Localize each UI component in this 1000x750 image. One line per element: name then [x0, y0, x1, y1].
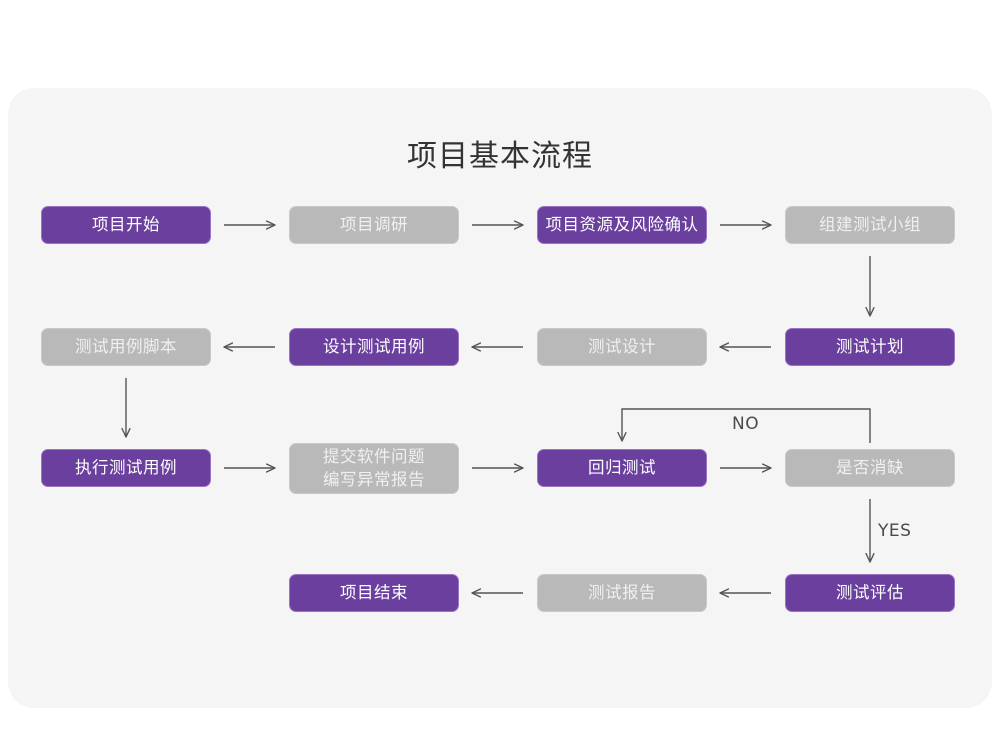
node-test-design[interactable]: 测试设计: [537, 328, 707, 366]
node-execute-testcase[interactable]: 执行测试用例: [41, 449, 211, 487]
node-project-start[interactable]: 项目开始: [41, 206, 211, 244]
page-title: 项目基本流程: [407, 139, 593, 174]
node-project-research[interactable]: 项目调研: [289, 206, 459, 244]
edge-label-no: NO: [732, 414, 760, 434]
node-test-report[interactable]: 测试报告: [537, 574, 707, 612]
diagram-panel: [8, 88, 992, 708]
node-design-testcase[interactable]: 设计测试用例: [289, 328, 459, 366]
node-resource-risk-confirm[interactable]: 项目资源及风险确认: [537, 206, 707, 244]
node-test-plan[interactable]: 测试计划: [785, 328, 955, 366]
node-test-evaluation[interactable]: 测试评估: [785, 574, 955, 612]
node-project-end[interactable]: 项目结束: [289, 574, 459, 612]
node-submit-issue-report[interactable]: 提交软件问题 编写异常报告: [289, 443, 459, 494]
node-build-test-team[interactable]: 组建测试小组: [785, 206, 955, 244]
node-defect-cleared-decision[interactable]: 是否消缺: [785, 449, 955, 487]
node-testcase-script[interactable]: 测试用例脚本: [41, 328, 211, 366]
node-regression-test[interactable]: 回归测试: [537, 449, 707, 487]
edge-label-yes: YES: [878, 521, 912, 541]
